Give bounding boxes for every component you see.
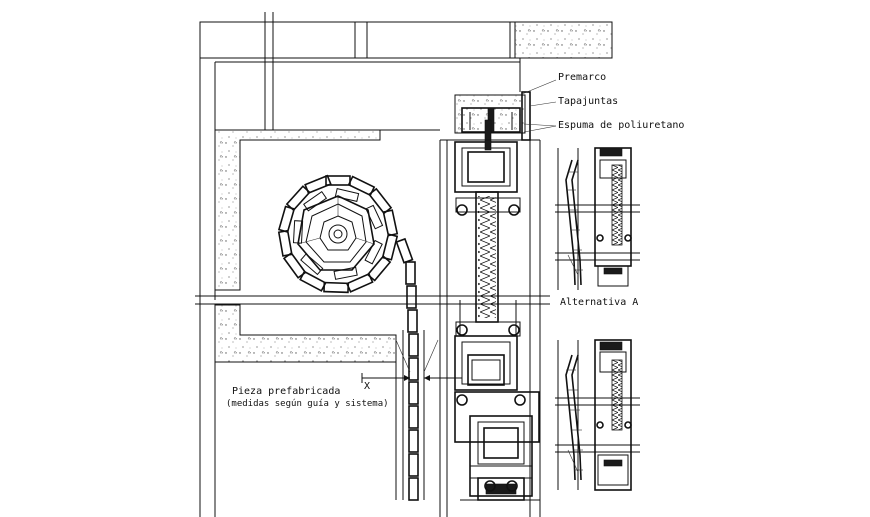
- lintel-bricks: [199, 21, 613, 517]
- label-pieza-line1: Pieza prefabricada: [232, 386, 340, 397]
- label-espuma: Espuma de poliuretano: [558, 120, 684, 131]
- label-premarco: Premarco: [558, 72, 606, 83]
- hanging-slats: [395, 237, 425, 501]
- alternative-a-detail-bottom: [555, 339, 640, 491]
- break-lines: [195, 295, 550, 305]
- dimension-x: X: [361, 339, 462, 392]
- label-leaders: [521, 79, 557, 133]
- shutter-drum: [297, 195, 375, 271]
- concrete-box: [214, 129, 440, 517]
- reference-lines: [264, 12, 521, 140]
- label-alternativa: Alternativa A: [560, 297, 638, 308]
- rolled-slats: [277, 174, 399, 294]
- label-pieza-line2: (medidas según guía y sistema): [226, 399, 389, 409]
- dimension-x-label: X: [364, 381, 370, 392]
- alternative-a-detail-top: [555, 147, 640, 290]
- label-tapajuntas: Tapajuntas: [558, 96, 618, 107]
- window-frame-main: [439, 91, 541, 517]
